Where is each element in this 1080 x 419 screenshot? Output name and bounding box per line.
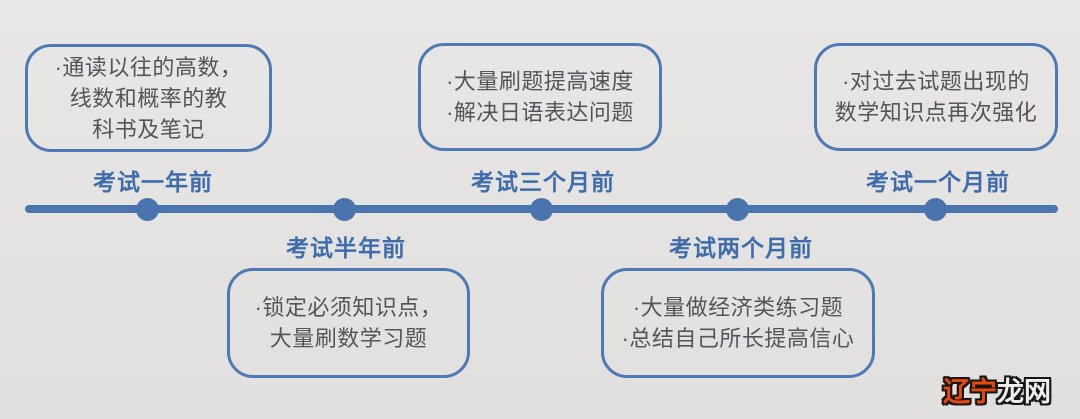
timeline-dot-1-month-before bbox=[924, 198, 947, 221]
note-box-1-month-before: ·对过去试题出现的 数学知识点再次强化 bbox=[814, 43, 1058, 151]
note-line: ·锁定必须知识点， bbox=[254, 295, 443, 320]
site-watermark: 辽宁龙网 bbox=[943, 370, 1051, 409]
note-line: 科书及笔记 bbox=[92, 116, 205, 142]
note-box-1-year-before: ·通读以往的高数， 线数和概率的教 科书及笔记 bbox=[25, 44, 272, 152]
milestone-label-1-year-before: 考试一年前 bbox=[93, 169, 213, 195]
note-line: 线数和概率的教 bbox=[69, 85, 228, 111]
timeline-dot-3-months-before bbox=[530, 198, 553, 221]
note-box-half-year-before: ·锁定必须知识点， 大量刷数学习题 bbox=[227, 268, 470, 378]
note-line: ·解决日语表达问题 bbox=[446, 100, 634, 125]
timeline-dot-half-year-before bbox=[333, 198, 356, 221]
watermark-text-white: 龙网 bbox=[997, 377, 1051, 407]
watermark-text-orange: 辽宁 bbox=[943, 377, 997, 407]
note-line: ·通读以往的高数， bbox=[54, 54, 243, 80]
note-line: 大量刷数学习题 bbox=[269, 326, 428, 351]
note-line: 数学知识点再次强化 bbox=[834, 100, 1038, 125]
milestone-label-3-months-before: 考试三个月前 bbox=[471, 169, 615, 195]
note-box-2-months-before: ·大量做经济类练习题 ·总结自己所长提高信心 bbox=[601, 268, 875, 378]
note-line: ·总结自己所长提高信心 bbox=[621, 326, 855, 351]
note-box-3-months-before: ·大量刷题提高速度 ·解决日语表达问题 bbox=[418, 43, 662, 151]
milestone-label-half-year-before: 考试半年前 bbox=[286, 235, 406, 261]
note-line: ·对过去试题出现的 bbox=[842, 69, 1030, 94]
milestone-label-2-months-before: 考试两个月前 bbox=[669, 235, 813, 261]
note-line: ·大量刷题提高速度 bbox=[446, 69, 634, 94]
note-line: ·大量做经济类练习题 bbox=[632, 295, 844, 320]
timeline-dot-2-months-before bbox=[726, 198, 749, 221]
timeline-dot-1-year-before bbox=[136, 198, 159, 221]
milestone-label-1-month-before: 考试一个月前 bbox=[866, 169, 1010, 195]
